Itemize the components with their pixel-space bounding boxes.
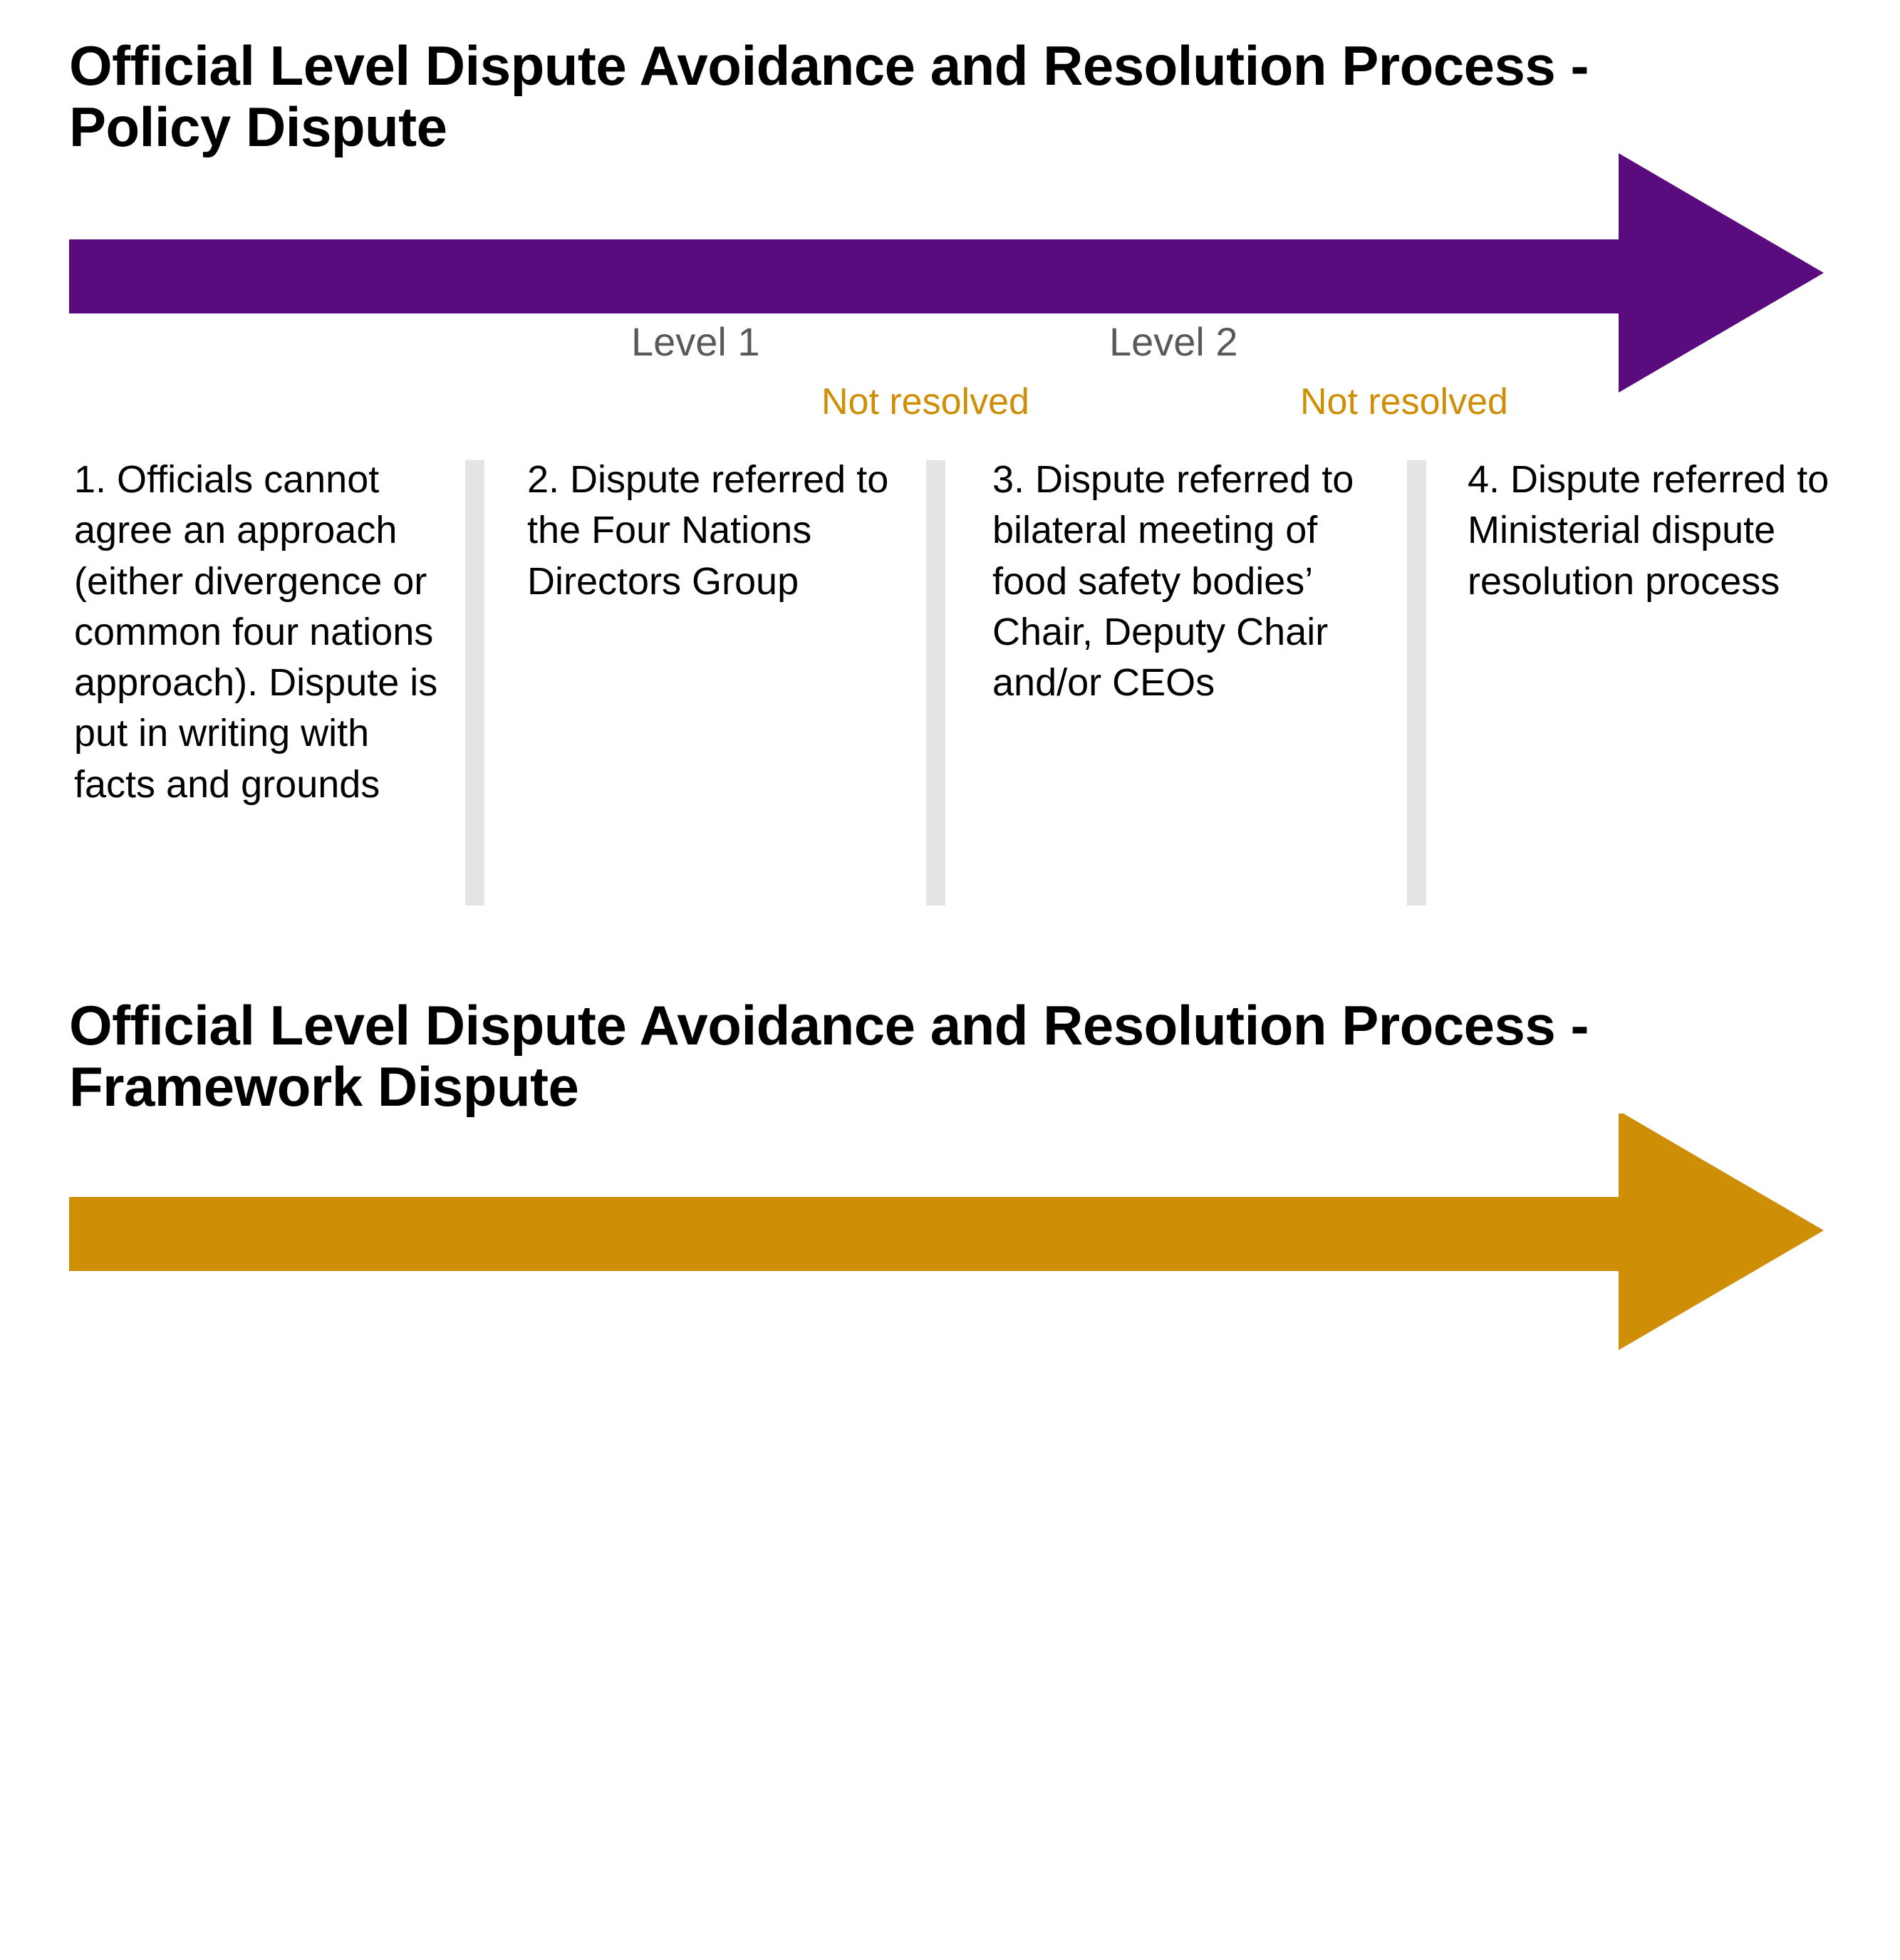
level-1-label-policy: Level 1 — [631, 319, 760, 364]
level-2-label-policy: Level 2 — [1109, 319, 1238, 364]
step-card-policy-3: 3. Dispute referred to bilateral meeting… — [992, 458, 1354, 705]
not-resolved-label-policy-1: Not resolved — [821, 381, 1029, 422]
step-divider-policy-2 — [926, 460, 945, 906]
section-title-framework: Official Level Dispute Avoidance and Res… — [69, 994, 1589, 1118]
arrow-shape-purple — [69, 153, 1824, 393]
section-title-policy: Official Level Dispute Avoidance and Res… — [69, 34, 1589, 158]
step-card-policy-4: 4. Dispute referred to Ministerial dispu… — [1468, 458, 1829, 603]
process-arrow-gold — [0, 1114, 1900, 1363]
step-divider-policy-3 — [1407, 460, 1426, 906]
process-arrow-purple — [0, 148, 1900, 398]
section-policy-dispute: Official Level Dispute Avoidance and Res… — [0, 0, 1900, 965]
step-card-policy-1: 1. Officials cannot agree an approach (e… — [74, 458, 438, 806]
not-resolved-label-policy-2: Not resolved — [1300, 381, 1508, 422]
arrow-shape-gold — [69, 1114, 1824, 1350]
step-divider-policy-1 — [465, 460, 484, 906]
section-framework-dispute: Official Level Dispute Avoidance and Res… — [0, 965, 1900, 1960]
step-card-policy-2: 2. Dispute referred to the Four Nations … — [527, 458, 889, 603]
